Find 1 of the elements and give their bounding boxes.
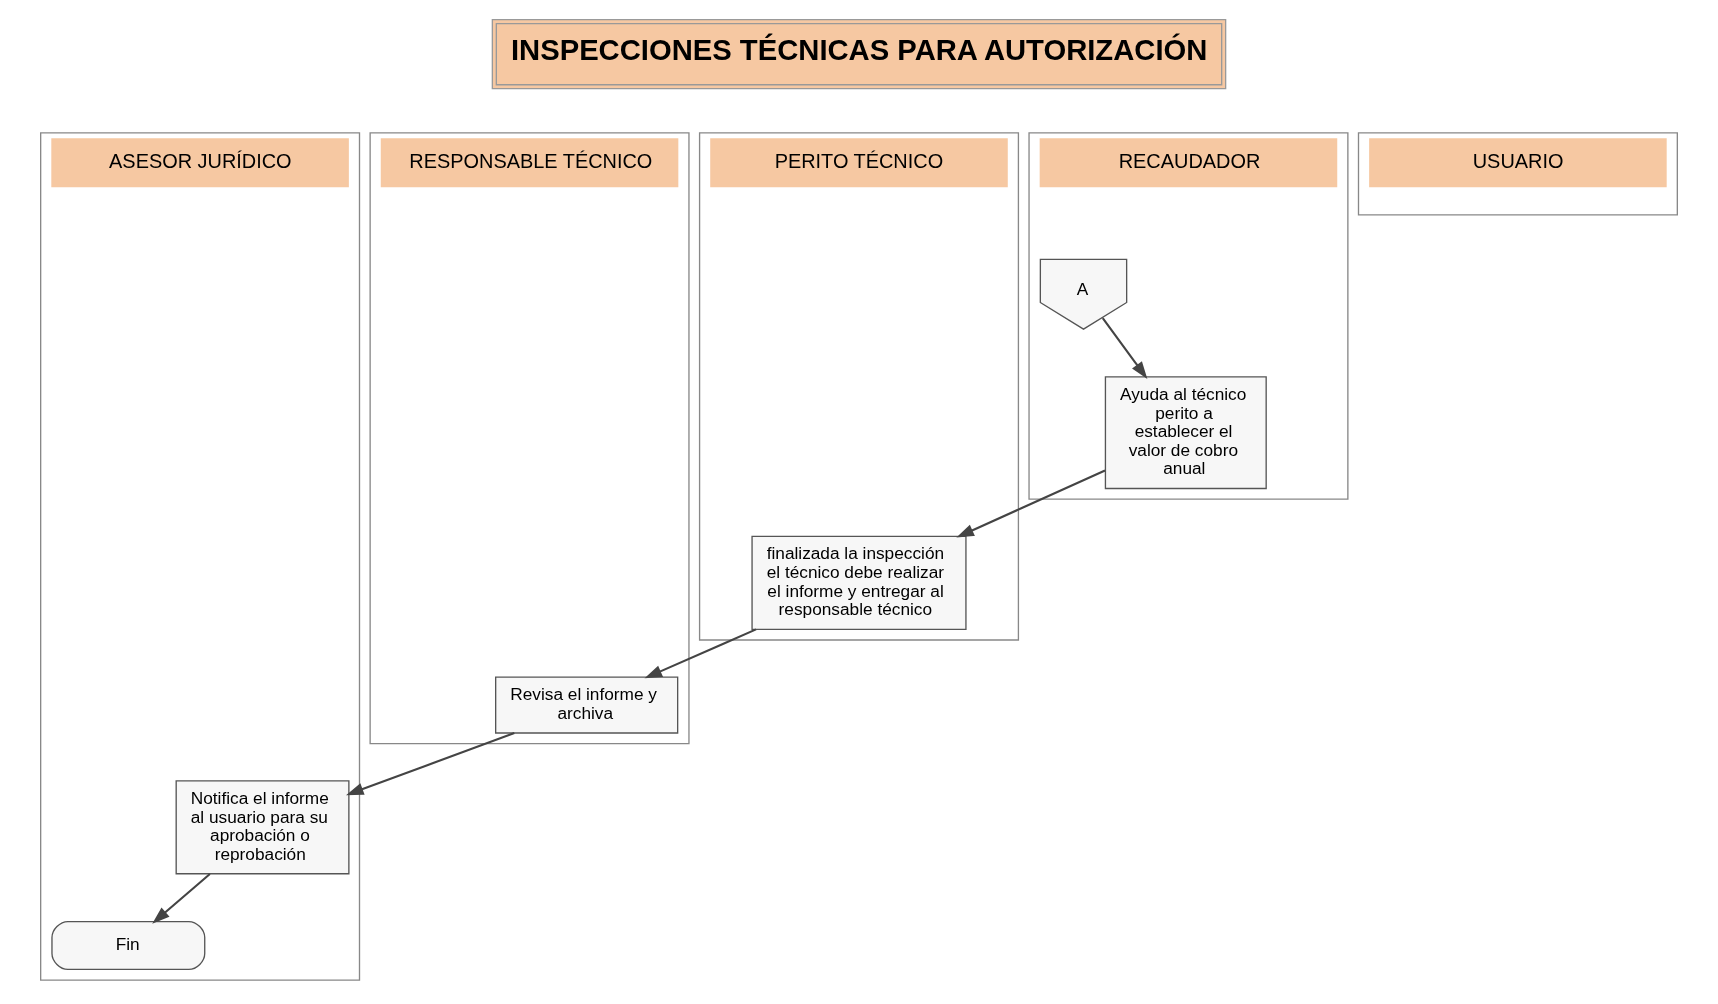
diagram-title: INSPECCIONES TÉCNICAS PARA AUTORIZACIÓN — [510, 33, 1208, 66]
